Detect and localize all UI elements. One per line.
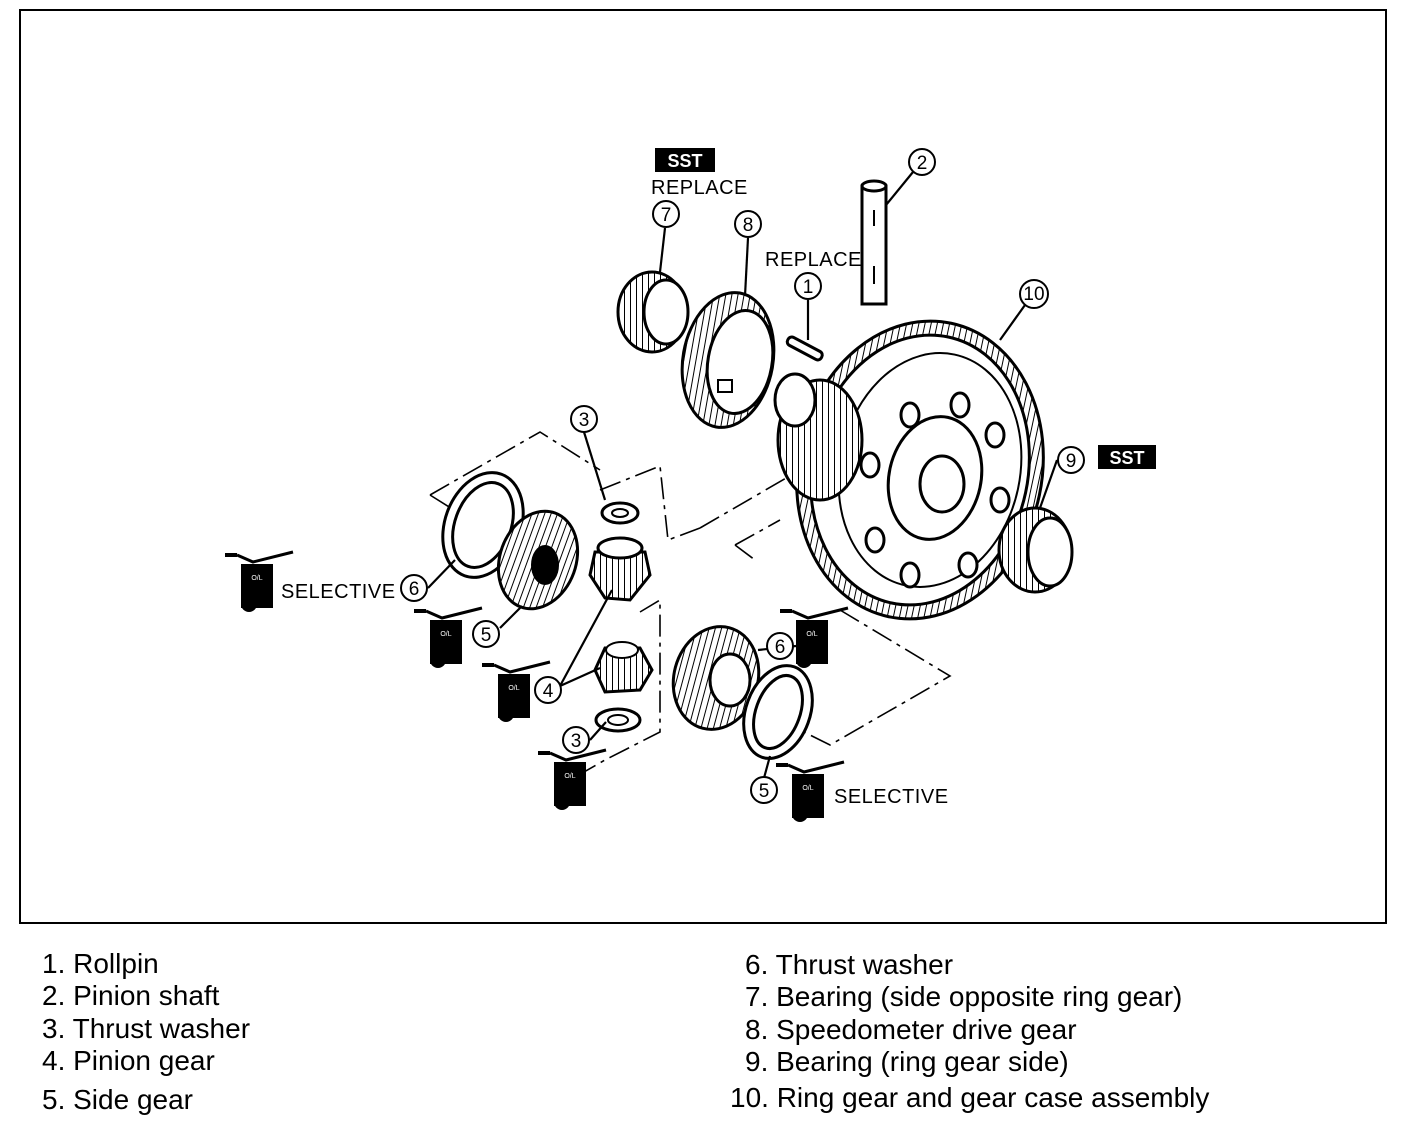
legend-item-2: 2. Pinion shaft: [42, 980, 220, 1011]
svg-text:5: 5: [481, 625, 492, 646]
oil-can-icon-side-gear: O/L: [414, 606, 483, 668]
legend-item-1: 1. Rollpin: [42, 948, 159, 979]
svg-text:SST: SST: [1109, 448, 1144, 468]
svg-text:4: 4: [543, 681, 554, 702]
svg-text:9: 9: [1066, 451, 1077, 472]
oil-can-icon-selective-bottom: O/L: [776, 760, 845, 822]
side-gear-right: [671, 625, 761, 731]
legend-item-8: 8. Speedometer drive gear: [745, 1014, 1077, 1045]
svg-text:O/L: O/L: [564, 773, 575, 780]
legend-item-6: 6. Thrust washer: [745, 949, 954, 980]
callout-6-left: 6: [400, 574, 428, 602]
pinion-gear-lower: [593, 641, 654, 694]
callout-9: 9: [1057, 446, 1085, 474]
sst-badge-top: SST: [655, 148, 715, 172]
bearing-opposite-ring-gear: [616, 270, 690, 354]
parts-legend: 1. Rollpin 2. Pinion shaft 3. Thrust was…: [0, 940, 1408, 1130]
callout-4: 4: [534, 676, 562, 704]
callout-5-left: 5: [472, 620, 500, 648]
speedometer-drive-gear: [680, 291, 776, 429]
bearing-ring-gear-side: [997, 506, 1074, 594]
callout-5-bottom: 5: [750, 776, 778, 804]
oil-can-icon-thrust-washer: O/L: [538, 748, 607, 810]
svg-text:2: 2: [917, 153, 928, 174]
selective-label-bottom: SELECTIVE: [834, 786, 949, 808]
thrust-washer-right: [742, 664, 814, 760]
svg-text:O/L: O/L: [440, 631, 451, 638]
oil-can-icon-pinion-gear: O/L: [482, 660, 551, 722]
callout-3-upper: 3: [570, 405, 598, 433]
svg-text:7: 7: [661, 205, 672, 226]
assembly-guide-lines: [429, 431, 952, 781]
selective-label-left: SELECTIVE: [281, 581, 396, 603]
diagram-frame: [19, 9, 1387, 924]
svg-text:3: 3: [571, 731, 582, 752]
legend-item-3: 3. Thrust washer: [42, 1013, 251, 1044]
side-gear-left: [496, 509, 580, 611]
callout-3-lower: 3: [562, 726, 590, 754]
svg-text:1: 1: [803, 277, 814, 298]
ring-gear-case-assembly: [773, 319, 1045, 621]
callout-10: 10: [1019, 279, 1049, 309]
thrust-washer-lower: [594, 707, 642, 733]
oil-can-icon-thrust-washer-right: O/L: [780, 606, 849, 668]
svg-text:O/L: O/L: [508, 685, 519, 692]
svg-text:10: 10: [1023, 284, 1044, 305]
exploded-differential-diagram: 1 2 3 3 4 5 5 6: [225, 148, 1156, 822]
svg-text:6: 6: [409, 579, 420, 600]
legend-item-10: 10. Ring gear and gear case assembly: [730, 1082, 1210, 1113]
callouts: 1 2 3 3 4 5 5 6: [400, 148, 1085, 804]
rollpin: [785, 335, 824, 362]
svg-text:O/L: O/L: [802, 785, 813, 792]
svg-text:8: 8: [743, 215, 754, 236]
svg-text:O/L: O/L: [806, 631, 817, 638]
svg-text:6: 6: [775, 637, 786, 658]
svg-text:5: 5: [759, 781, 770, 802]
pinion-gear-upper: [588, 536, 652, 602]
callout-6-right: 6: [766, 632, 794, 660]
replace-label-rollpin: REPLACE: [765, 249, 862, 271]
pinion-shaft: [860, 179, 888, 306]
callout-1: 1: [794, 272, 822, 300]
callout-2: 2: [908, 148, 936, 176]
svg-text:3: 3: [579, 410, 590, 431]
svg-text:O/L: O/L: [251, 575, 262, 582]
oil-can-icon-selective-left: O/L: [225, 550, 294, 612]
callout-7: 7: [652, 200, 680, 228]
callout-8: 8: [734, 210, 762, 238]
legend-item-7: 7. Bearing (side opposite ring gear): [745, 981, 1183, 1012]
legend-item-5: 5. Side gear: [42, 1084, 193, 1115]
sst-badge-right: SST: [1098, 445, 1156, 469]
legend-item-4: 4. Pinion gear: [42, 1045, 215, 1076]
replace-label-bearing: REPLACE: [651, 177, 748, 199]
legend-item-9: 9. Bearing (ring gear side): [745, 1046, 1069, 1077]
svg-text:SST: SST: [667, 151, 702, 171]
thrust-washer-upper: [600, 501, 640, 525]
